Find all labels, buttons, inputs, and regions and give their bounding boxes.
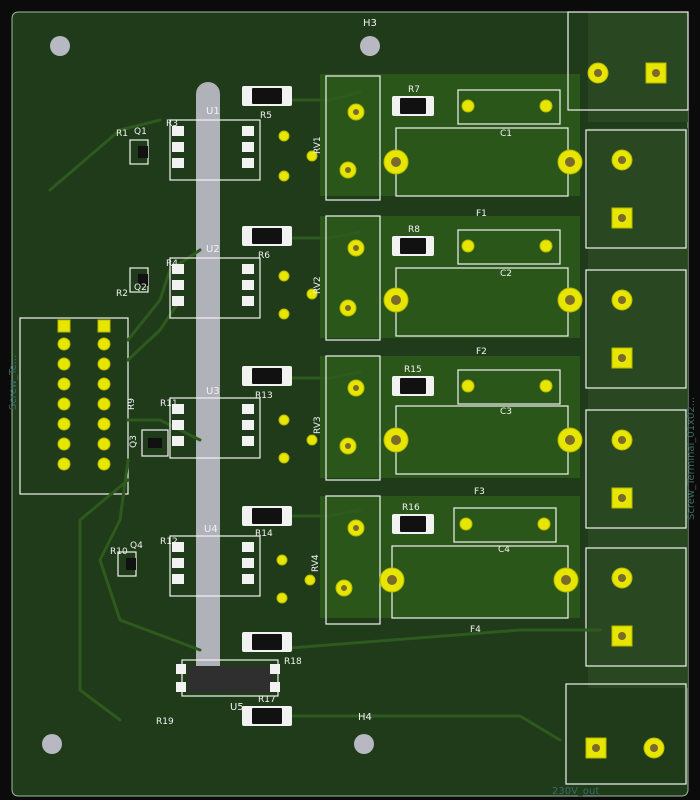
label-u4: U4 (204, 524, 218, 535)
copper-pours (320, 12, 688, 688)
label-c4: C4 (498, 545, 510, 555)
label-r7: R7 (408, 85, 420, 95)
label-q4: Q4 (130, 541, 143, 551)
label-r5: R5 (260, 111, 272, 121)
label-r16: R16 (402, 503, 420, 513)
label-r8: R8 (408, 225, 420, 235)
label-f1: F1 (476, 209, 487, 219)
label-r11: R11 (160, 399, 178, 409)
label-r18: R18 (284, 657, 302, 667)
label-h4: H4 (358, 712, 372, 723)
label-c3: C3 (500, 407, 512, 417)
label-r10: R10 (110, 547, 128, 557)
label-f2: F2 (476, 347, 487, 357)
label-rv3: RV3 (313, 416, 323, 434)
label-u1: U1 (206, 106, 220, 117)
label-r19: R19 (156, 717, 174, 727)
bottom-edge-label: 230V_out (552, 786, 599, 797)
label-r9: R9 (127, 398, 137, 410)
left-edge-label: Screw_Te... (8, 355, 19, 410)
mount-hole-h4 (354, 734, 374, 754)
label-q1: Q1 (134, 127, 147, 137)
label-r17: R17 (258, 695, 276, 705)
label-r14: R14 (255, 529, 273, 539)
label-u5: U5 (230, 702, 244, 713)
mount-hole-bottom-left (42, 734, 62, 754)
bottom-components (176, 632, 292, 726)
label-r6: R6 (258, 251, 270, 261)
label-rv1: RV1 (313, 136, 323, 154)
silkscreen-labels: H3 H4 U1 U2 U3 U4 U5 R1 Q1 R3 R2 Q2 R4 R… (8, 18, 697, 797)
label-f4: F4 (470, 625, 481, 635)
board-slot (196, 82, 220, 680)
screw-terminal-bottom (565, 683, 687, 785)
label-r3: R3 (166, 119, 178, 129)
label-r1: R1 (116, 129, 128, 139)
traces (48, 90, 602, 742)
label-c1: C1 (500, 129, 512, 139)
label-h3: H3 (363, 18, 377, 29)
channel-1 (129, 75, 583, 201)
label-f3: F3 (474, 487, 485, 497)
label-rv4: RV4 (311, 554, 321, 572)
pin-header-left (19, 317, 129, 495)
channel-4 (117, 495, 579, 625)
label-u2: U2 (206, 244, 220, 255)
label-q2: Q2 (134, 283, 147, 293)
mount-holes (42, 36, 380, 754)
label-q3: Q3 (129, 435, 139, 448)
label-r4: R4 (166, 259, 178, 269)
channel-2 (129, 215, 583, 341)
mount-hole-h3 (360, 36, 380, 56)
label-r13: R13 (255, 391, 273, 401)
right-edge-label: Screw_Terminal_01x02... (686, 397, 697, 520)
label-c2: C2 (500, 269, 512, 279)
label-u3: U3 (206, 386, 220, 397)
channel-3 (141, 355, 583, 481)
screw-terminals-right (585, 129, 687, 667)
label-r15: R15 (404, 365, 422, 375)
label-r2: R2 (116, 289, 128, 299)
label-rv2: RV2 (313, 276, 323, 294)
mount-hole-top-left (50, 36, 70, 56)
screw-terminal-top (567, 11, 689, 111)
label-r12: R12 (160, 537, 178, 547)
